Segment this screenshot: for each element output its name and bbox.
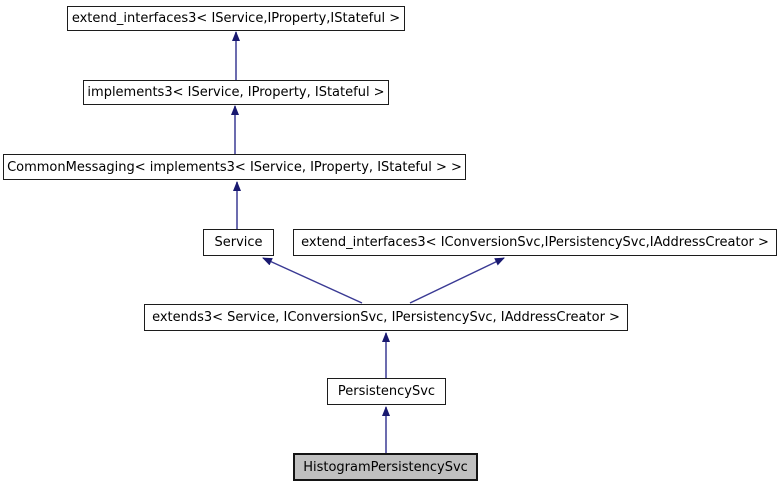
node-persistencysvc[interactable]: PersistencySvc	[327, 378, 446, 405]
node-service[interactable]: Service	[203, 229, 274, 256]
node-extend-interfaces3-iservice[interactable]: extend_interfaces3< IService,IProperty,I…	[67, 6, 405, 31]
arrow-extends3-to-service	[262, 257, 363, 304]
node-commonmessaging[interactable]: CommonMessaging< implements3< IService, …	[3, 154, 466, 180]
node-histogrampersistencysvc-current: HistogramPersistencySvc	[293, 453, 478, 481]
node-extend-interfaces3-iconversion[interactable]: extend_interfaces3< IConversionSvc,IPers…	[293, 229, 777, 256]
node-extends3[interactable]: extends3< Service, IConversionSvc, IPers…	[144, 304, 628, 331]
node-implements3[interactable]: implements3< IService, IProperty, IState…	[83, 80, 389, 105]
arrow-extends3-to-extend-interfaces3-iconversion	[409, 257, 505, 304]
